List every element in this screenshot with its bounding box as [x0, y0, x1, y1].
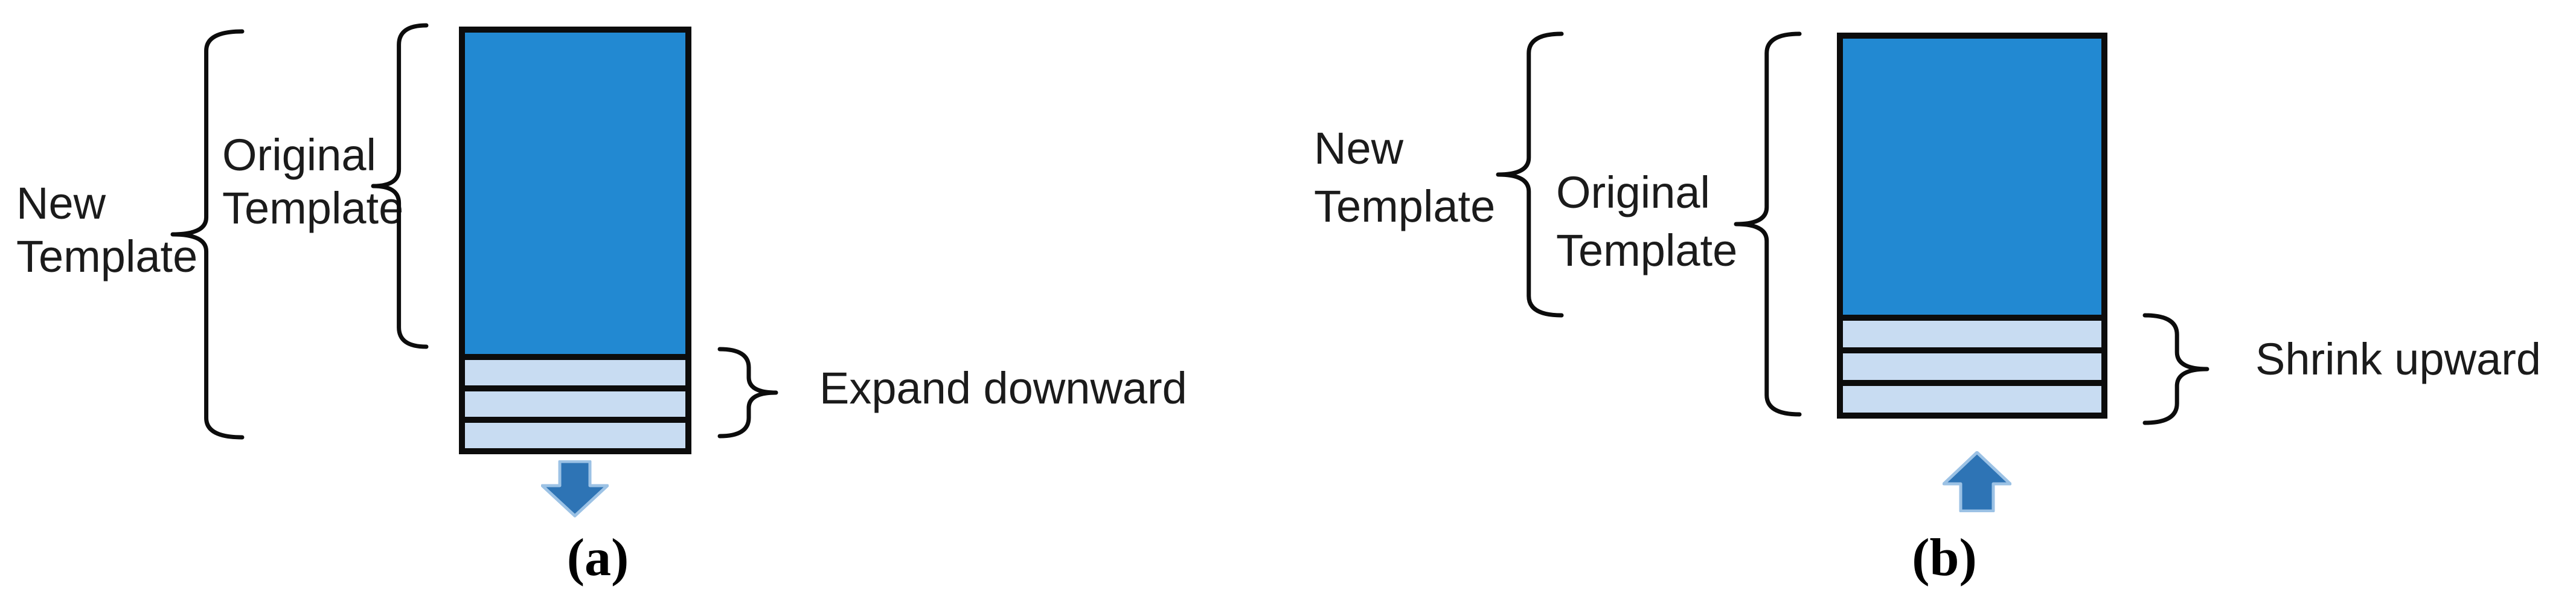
panel-b-new-template-label: New Template	[1314, 123, 1496, 231]
panel-a-new-template-label: New Template	[16, 178, 198, 281]
row-divider-line	[465, 417, 685, 423]
template-extension-row	[465, 360, 685, 385]
panel-b-caption: (b)	[1912, 529, 1977, 587]
up-arrow-icon	[1943, 451, 2011, 512]
template-extension-row	[465, 391, 685, 417]
template-extension-row	[1843, 386, 2101, 413]
template-extension-row	[1843, 321, 2101, 347]
panel-a-original-template-brace	[371, 23, 429, 349]
panel-b-original-template-block	[1843, 39, 2101, 315]
panel-a-template-rect	[459, 27, 691, 454]
row-divider-line	[465, 354, 685, 360]
template-extension-row	[465, 423, 685, 448]
panel-b-shrink-region-brace	[2142, 313, 2209, 425]
panel-a-new-template-brace	[170, 29, 245, 440]
down-arrow-icon	[541, 460, 609, 518]
panel-b-action-label: Shrink upward	[2255, 334, 2542, 384]
panel-b-original-template-brace	[1734, 31, 1802, 417]
panel-a-original-template-label: Original Template	[222, 130, 404, 233]
row-divider-line	[465, 385, 685, 391]
panel-b-extension-rows	[1843, 315, 2101, 413]
panel-a-expand-region-brace	[717, 347, 778, 439]
panel-a-caption: (a)	[566, 529, 629, 587]
row-divider-line	[1843, 315, 2101, 321]
template-extension-row	[1843, 353, 2101, 380]
panel-a-extension-rows	[465, 354, 685, 448]
panel-a-original-template-block	[465, 33, 685, 354]
panel-b-template-rect	[1837, 33, 2107, 419]
row-divider-line	[1843, 380, 2101, 386]
panel-a-action-label: Expand downward	[819, 363, 1187, 413]
row-divider-line	[1843, 347, 2101, 353]
panel-b-new-template-brace	[1496, 31, 1564, 318]
panel-b-original-template-label: Original Template	[1556, 167, 1738, 275]
